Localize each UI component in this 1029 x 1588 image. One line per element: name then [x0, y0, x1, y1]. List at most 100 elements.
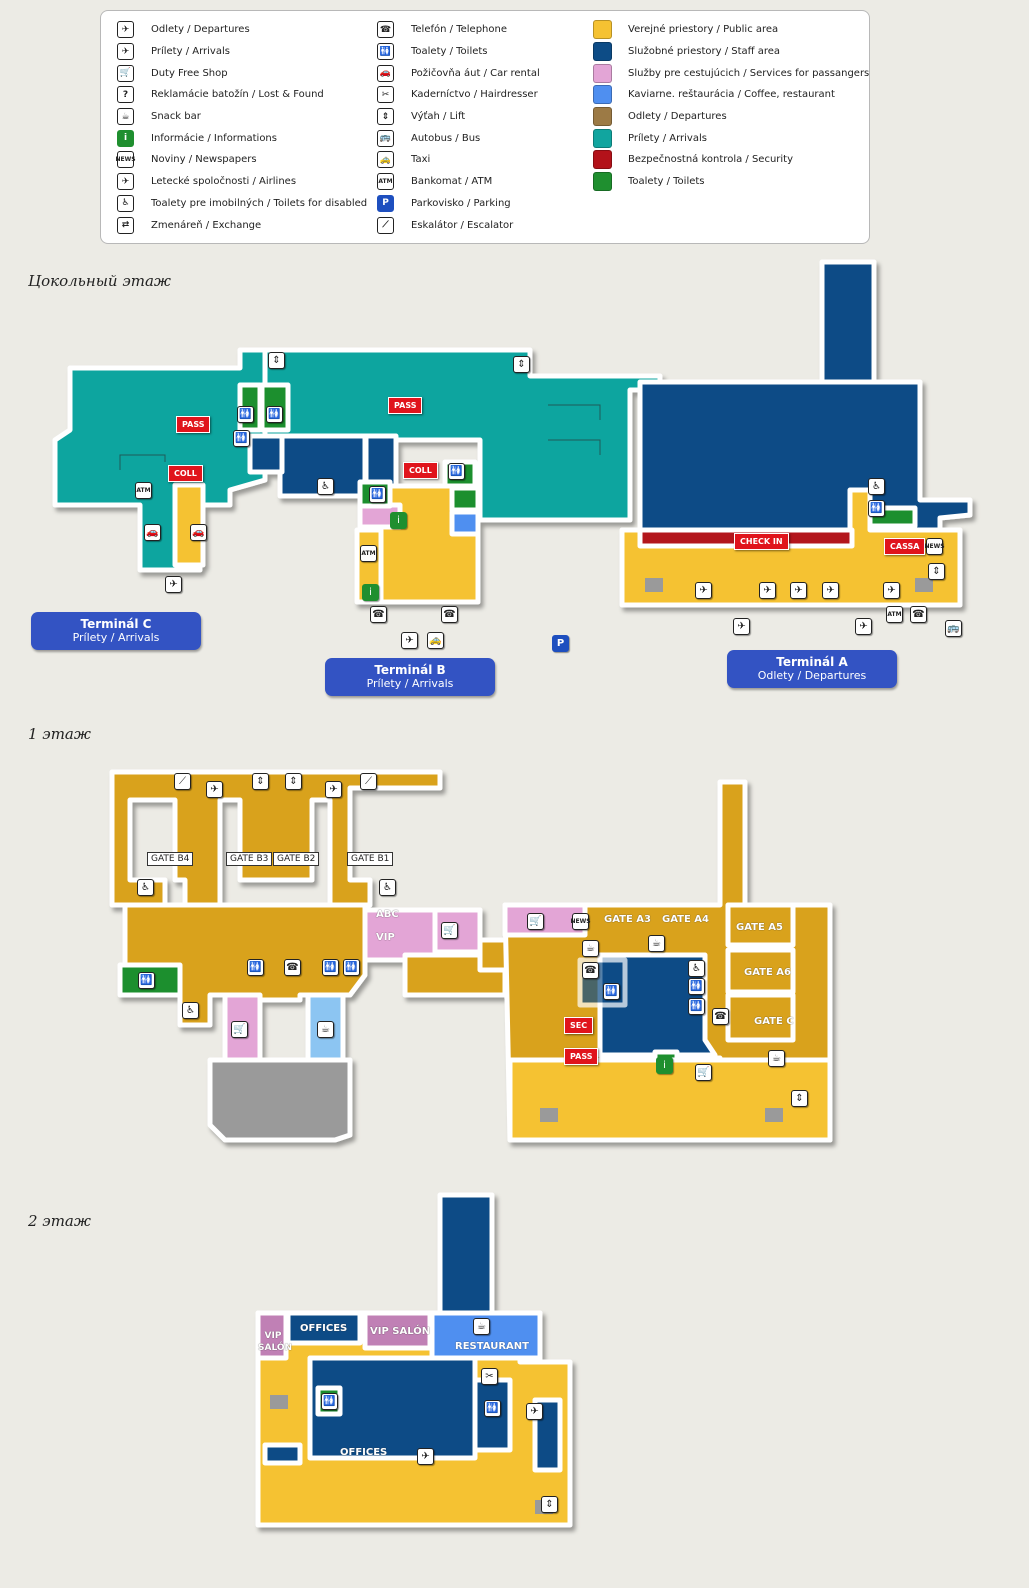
arrivals-icon: ✈ — [117, 43, 134, 61]
legend-label: Prílety / Arrivals — [151, 46, 230, 58]
airlines-icon: ✈ — [695, 582, 712, 599]
gate-b4-label: GATE B4 — [147, 852, 194, 866]
telephone-icon: ☎ — [441, 606, 458, 623]
legend-row: ☎Telefón / Telephone — [377, 19, 540, 41]
legend-row: ✈Odlety / Departures — [117, 19, 367, 41]
legend-label: Telefón / Telephone — [411, 24, 507, 36]
coll-tag-c: COLL — [168, 465, 203, 482]
atm-icon: ATM — [886, 606, 903, 623]
parking-icon[interactable]: P — [552, 635, 569, 652]
escalator-icon: ⟋ — [360, 773, 377, 790]
car-rental-icon: 🚗 — [144, 524, 161, 541]
legend-icons-col-1: ✈Odlety / Departures ✈ Prílety / Arrivals 🛒… — [115, 19, 368, 236]
legend-swatch — [593, 20, 612, 40]
legend-label: Snack bar — [151, 111, 201, 123]
disabled-toilet-icon: ♿ — [688, 960, 705, 977]
pass-tag-b: PASS — [388, 397, 423, 414]
legend-swatch — [593, 42, 612, 62]
vip-salon-label: VIP SALÓN — [370, 1326, 431, 1337]
toilets-icon: 🚻 — [321, 1393, 338, 1410]
lost-found-icon: ? — [117, 86, 134, 104]
toilets-icon: 🚻 — [484, 1400, 501, 1417]
legend-color-row: Kaviarne. reštaurácia / Coffee, restaura… — [593, 84, 869, 106]
gate-a3-label: GATE A3 — [604, 914, 652, 925]
legend-label: Služobné priestory / Staff area — [628, 46, 781, 58]
offices-label-bottom: OFFICES — [340, 1447, 388, 1458]
terminal-a-badge[interactable]: Terminál A Odlety / Departures — [727, 650, 897, 688]
legend-label: Kaviarne. reštaurácia / Coffee, restaura… — [628, 89, 835, 101]
telephone-icon: ☎ — [284, 959, 301, 976]
legend-swatch — [593, 128, 612, 148]
terminal-c-sub: Prílety / Arrivals — [72, 631, 160, 644]
legend-label: Kaderníctvo / Hairdresser — [411, 89, 538, 101]
legend-label: Toalety / Toilets — [411, 46, 488, 58]
legend-label: Bankomat / ATM — [411, 176, 493, 188]
second-floor-plan — [255, 1192, 573, 1528]
legend-row: ✈ Prílety / Arrivals — [117, 41, 367, 63]
stairs-2f-1 — [270, 1395, 288, 1409]
snack-bar-icon: ☕ — [117, 108, 134, 126]
ground-floor-details — [119, 404, 601, 470]
duty-free-icon: 🛒 — [117, 64, 134, 82]
airlines-icon: ✈ — [883, 582, 900, 599]
legend-swatch — [593, 85, 612, 105]
terminal-a-sub: Odlety / Departures — [757, 669, 867, 682]
snack-bar-icon: ☕ — [582, 940, 599, 957]
disabled-toilet-icon: ♿ — [317, 478, 334, 495]
legend-label: Bezpečnostná kontrola / Security — [628, 154, 794, 166]
toilets-icon: 🚻 — [138, 972, 155, 989]
legend-color-row: Toalety / Toilets — [593, 171, 869, 193]
gate-c-label: GATE C — [754, 1016, 794, 1027]
gate-b2-label: GATE B2 — [273, 852, 320, 866]
toilets-icon: 🚻 — [603, 983, 620, 1000]
legend-label: Eskalátor / Escalator — [411, 219, 514, 231]
toilets-icon: 🚻 — [377, 43, 394, 61]
gate-a6-label: GATE A6 — [744, 967, 792, 978]
information-icon: i — [362, 584, 379, 601]
legend-icons-col-2: ☎Telefón / Telephone 🚻 Toalety / Toilets 🚗P… — [377, 19, 540, 236]
bus-icon: 🚌 — [377, 129, 394, 147]
legend-row: 🚗Požičovňa áut / Car rental — [377, 62, 540, 84]
airlines-icon: ✈ — [822, 582, 839, 599]
toilets-icon: 🚻 — [688, 978, 705, 995]
legend-label: Odlety / Departures — [151, 24, 250, 36]
sec-tag: SEC — [564, 1017, 594, 1034]
toilets-icon: 🚻 — [688, 998, 705, 1015]
terminal-b-badge[interactable]: Terminál B Prílety / Arrivals — [325, 658, 495, 696]
snack-bar-icon: ☕ — [473, 1318, 490, 1335]
toilets-icon: 🚻 — [322, 959, 339, 976]
coll-tag-b: COLL — [403, 462, 438, 479]
bus-icon: 🚌 — [945, 620, 962, 637]
snack-bar-icon: ☕ — [648, 935, 665, 952]
legend-label: Duty Free Shop — [151, 67, 228, 79]
newspapers-icon: NEWS — [570, 913, 591, 930]
legend-label: Parkovisko / Parking — [411, 197, 511, 209]
toilets-icon: 🚻 — [448, 463, 465, 480]
legend-label: Toalety / Toilets — [628, 176, 705, 188]
lift-icon: ⇕ — [791, 1090, 808, 1107]
legend-label: Výťah / Lift — [411, 111, 466, 123]
legend-row: ?Reklamácie batožín / Lost & Found — [117, 84, 367, 106]
toilets-icon: 🚻 — [343, 959, 360, 976]
legend-label: Odlety / Departures — [628, 111, 727, 123]
telephone-icon: ☎ — [712, 1008, 729, 1025]
legend-row: ⇄Zmenáreň / Exchange — [117, 214, 367, 236]
stairs-a3 — [540, 1108, 558, 1122]
legend-label: Zmenáreň / Exchange — [151, 219, 262, 231]
legend-swatch — [593, 107, 612, 127]
legend-label: Toalety pre imobilných / Toilets for dis… — [151, 197, 368, 209]
car-rental-icon: 🚗 — [190, 524, 207, 541]
information-icon: i — [390, 512, 407, 529]
legend-label: Informácie / Informations — [151, 132, 277, 144]
legend-row: 🚻 Toalety / Toilets — [377, 41, 540, 63]
airlines-icon: ✈ — [417, 1448, 434, 1465]
stairs-a1 — [645, 578, 663, 592]
lift-icon: ⇕ — [252, 773, 269, 790]
duty-free-icon: 🛒 — [695, 1064, 712, 1081]
floor-title-ground: Цокольный этаж — [28, 272, 171, 290]
terminal-c-badge[interactable]: Terminál C Prílety / Arrivals — [31, 612, 201, 650]
